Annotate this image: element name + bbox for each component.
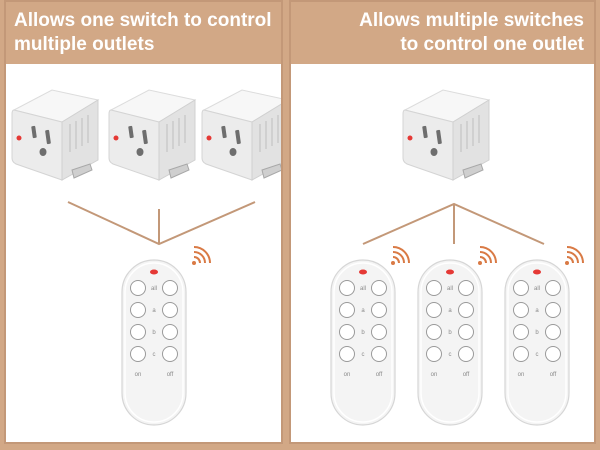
- led-indicator: [150, 269, 158, 275]
- led-indicator: [446, 269, 454, 275]
- remote-label-a: a: [361, 308, 365, 314]
- led-indicator: [359, 269, 367, 275]
- remote-label-a: a: [535, 308, 539, 314]
- remote-label-off: off: [463, 372, 470, 378]
- remote-button-c-on[interactable]: [513, 346, 529, 362]
- remote-label-all: all: [447, 286, 453, 292]
- remote-label-on: on: [135, 372, 142, 378]
- remote-label-b: b: [361, 330, 365, 336]
- remote-button-c-on[interactable]: [426, 346, 442, 362]
- remote-label-on: on: [431, 372, 438, 378]
- header-line-1: Allows one switch to control: [14, 10, 272, 31]
- remote-label-off: off: [550, 372, 557, 378]
- remote-button-b-on[interactable]: [426, 324, 442, 340]
- remote-label-c: c: [536, 352, 539, 358]
- panel-many-to-one: Allows multiple switches to control one …: [289, 0, 596, 444]
- outlet-plug-icon: [402, 89, 491, 181]
- remote-button-a-on[interactable]: [130, 302, 146, 318]
- remote-label-all: all: [534, 286, 540, 292]
- remote-button-all-on[interactable]: [130, 280, 146, 296]
- remote-button-b-off[interactable]: [162, 324, 178, 340]
- remote-label-b: b: [152, 330, 156, 336]
- remote-control-icon[interactable]: all a b c on off: [121, 259, 187, 426]
- remote-label-b: b: [535, 330, 539, 336]
- remote-button-b-on[interactable]: [130, 324, 146, 340]
- panel-header: Allows multiple switches to control one …: [291, 2, 594, 64]
- remote-button-c-off[interactable]: [545, 346, 561, 362]
- remote-button-a-off[interactable]: [371, 302, 387, 318]
- remote-button-all-on[interactable]: [426, 280, 442, 296]
- remote-button-a-on[interactable]: [426, 302, 442, 318]
- illustration-area: all a b c on off: [6, 64, 281, 442]
- remote-label-off: off: [376, 372, 383, 378]
- header-line-2: to control one outlet: [400, 34, 584, 55]
- wireless-signal-icon: [478, 246, 497, 265]
- wireless-signal-icon: [565, 246, 584, 265]
- remote-label-all: all: [151, 286, 157, 292]
- remote-button-c-off[interactable]: [162, 346, 178, 362]
- connector-lines: [67, 201, 256, 246]
- panel-one-to-many: Allows one switch to control multiple ou…: [4, 0, 283, 444]
- remote-button-c-on[interactable]: [130, 346, 146, 362]
- remote-button-all-off[interactable]: [162, 280, 178, 296]
- remote-button-all-on[interactable]: [339, 280, 355, 296]
- remote-button-b-off[interactable]: [458, 324, 474, 340]
- outlet-plug-icon: [108, 89, 197, 181]
- led-indicator: [533, 269, 541, 275]
- remote-button-all-off[interactable]: [371, 280, 387, 296]
- remote-label-all: all: [360, 286, 366, 292]
- remote-button-a-off[interactable]: [545, 302, 561, 318]
- remote-button-b-on[interactable]: [339, 324, 355, 340]
- remote-label-a: a: [152, 308, 156, 314]
- remote-control-icon[interactable]: all a b c on off: [504, 259, 570, 426]
- remote-button-c-off[interactable]: [458, 346, 474, 362]
- remote-label-b: b: [448, 330, 452, 336]
- remote-button-a-on[interactable]: [513, 302, 529, 318]
- remote-control-icon[interactable]: all a b c on off: [330, 259, 396, 426]
- outlet-plug-icon: [11, 89, 100, 181]
- remote-label-on: on: [344, 372, 351, 378]
- remote-button-all-off[interactable]: [458, 280, 474, 296]
- remote-button-all-off[interactable]: [545, 280, 561, 296]
- remote-button-a-off[interactable]: [458, 302, 474, 318]
- wireless-signal-icon: [192, 246, 211, 265]
- remote-button-a-off[interactable]: [162, 302, 178, 318]
- outlet-plug-icon: [201, 89, 281, 181]
- connector-lines: [362, 202, 545, 245]
- remote-button-b-on[interactable]: [513, 324, 529, 340]
- remote-button-c-on[interactable]: [339, 346, 355, 362]
- remote-label-off: off: [167, 372, 174, 378]
- left-illustration: all a b c on off: [11, 89, 281, 426]
- remote-label-on: on: [518, 372, 525, 378]
- remote-label-c: c: [153, 352, 156, 358]
- illustration-area: all a b c on off all a b c on off all a b c on off: [291, 64, 594, 442]
- header-line-1: Allows multiple switches: [359, 10, 584, 31]
- remote-label-c: c: [449, 352, 452, 358]
- remote-label-a: a: [448, 308, 452, 314]
- header-line-2: multiple outlets: [14, 34, 155, 55]
- remote-button-b-off[interactable]: [371, 324, 387, 340]
- remote-control-icon[interactable]: all a b c on off: [417, 259, 483, 426]
- remote-button-all-on[interactable]: [513, 280, 529, 296]
- panel-header: Allows one switch to control multiple ou…: [6, 2, 281, 64]
- right-illustration: all a b c on off all a b c on off all a b c on off: [330, 89, 584, 426]
- remote-button-c-off[interactable]: [371, 346, 387, 362]
- remote-button-b-off[interactable]: [545, 324, 561, 340]
- remote-label-c: c: [362, 352, 365, 358]
- wireless-signal-icon: [391, 246, 410, 265]
- remote-button-a-on[interactable]: [339, 302, 355, 318]
